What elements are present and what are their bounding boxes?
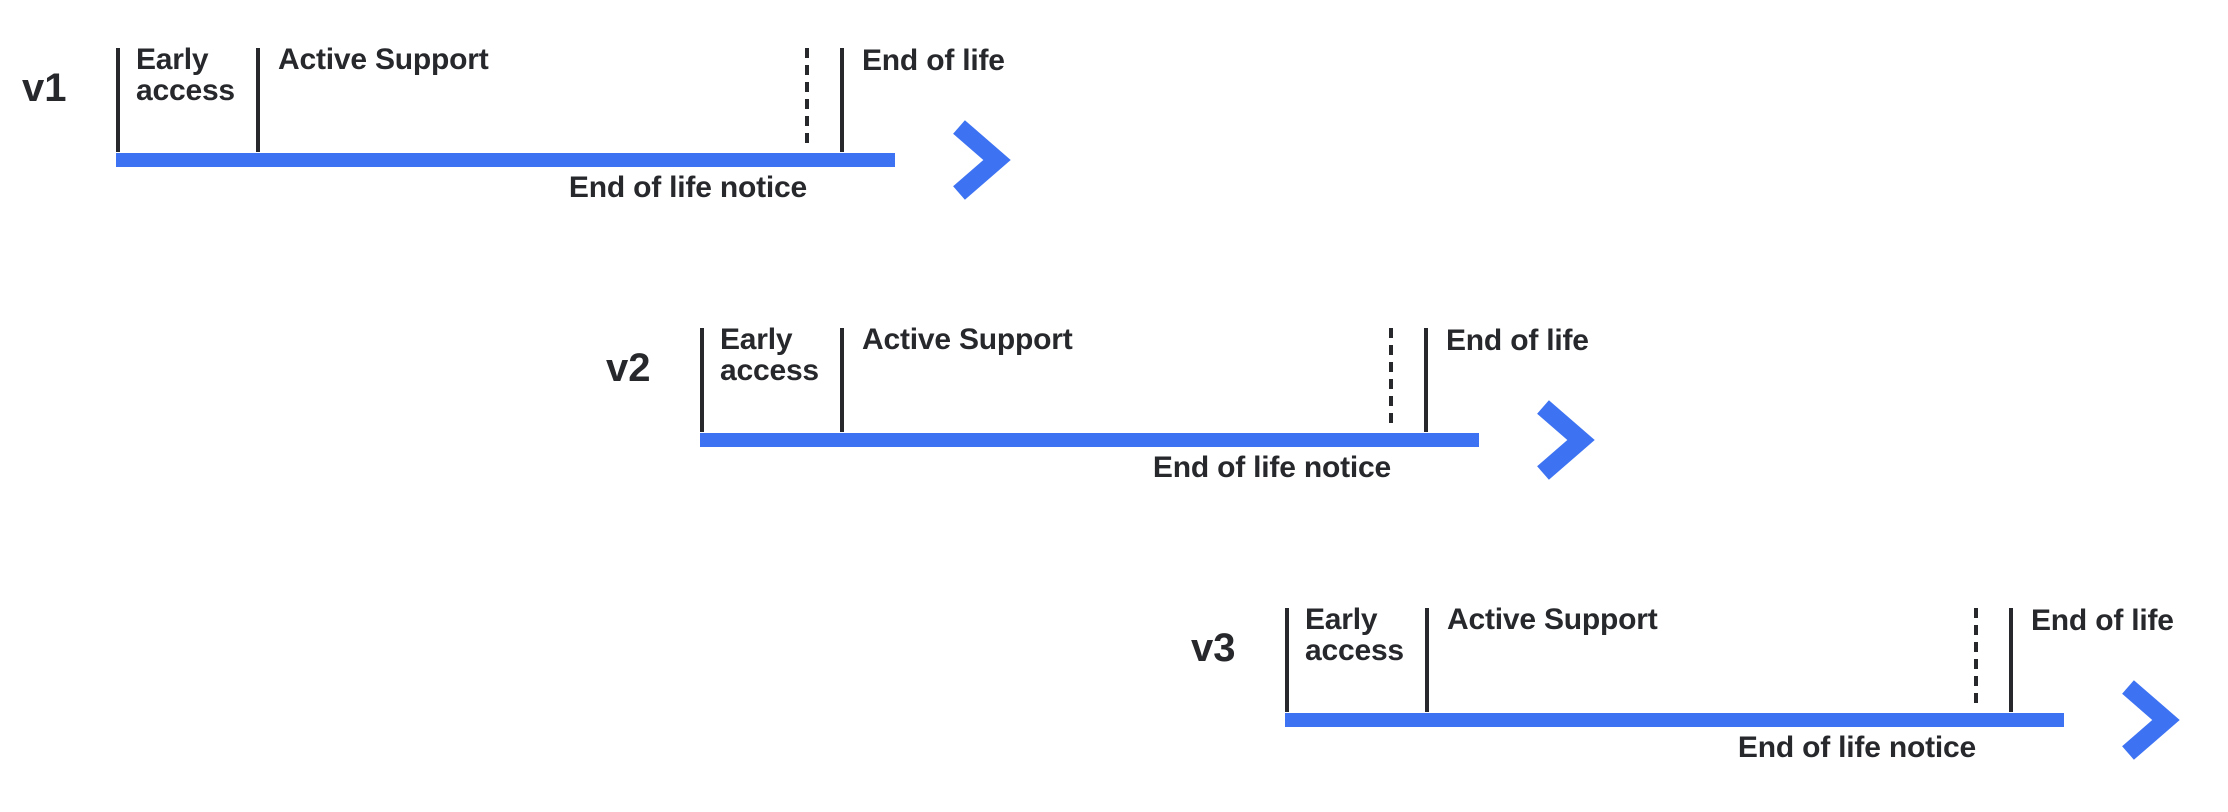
version-label: v2 — [606, 346, 651, 390]
timeline-v2: v2 Early access Active Support End of li… — [602, 324, 1602, 513]
end-of-life-label: End of life — [862, 44, 1005, 77]
end-of-life-notice-label: End of life notice — [1737, 731, 1976, 764]
arrow-shaft — [700, 433, 1479, 447]
version-label: v3 — [1191, 626, 1236, 670]
end-of-life-label: End of life — [1446, 324, 1589, 357]
arrow-shaft — [1285, 713, 2064, 727]
active-support-label: Active Support — [278, 43, 489, 76]
arrow-shaft — [116, 153, 895, 167]
arrow-head — [953, 120, 1011, 200]
version-label: v1 — [22, 66, 67, 110]
active-support-label: Active Support — [862, 323, 1073, 356]
early-access-label: Early access — [1305, 603, 1404, 667]
timeline-v1-graphics — [116, 48, 1011, 200]
timeline-v3: v3 Early access Active Support End of li… — [1187, 604, 2187, 793]
end-of-life-notice-label: End of life notice — [1152, 451, 1391, 484]
end-of-life-notice-label: End of life notice — [568, 171, 807, 204]
end-of-life-label: End of life — [2031, 604, 2174, 637]
active-support-label: Active Support — [1447, 603, 1658, 636]
timeline-v3-graphics — [1285, 608, 2180, 760]
arrow-head — [1537, 400, 1595, 480]
timeline-v2-graphics — [700, 328, 1595, 480]
early-access-label: Early access — [720, 323, 819, 387]
timeline-v1: v1 Early access Active Support End of li… — [18, 44, 1018, 233]
early-access-label: Early access — [136, 43, 235, 107]
arrow-head — [2122, 680, 2180, 760]
